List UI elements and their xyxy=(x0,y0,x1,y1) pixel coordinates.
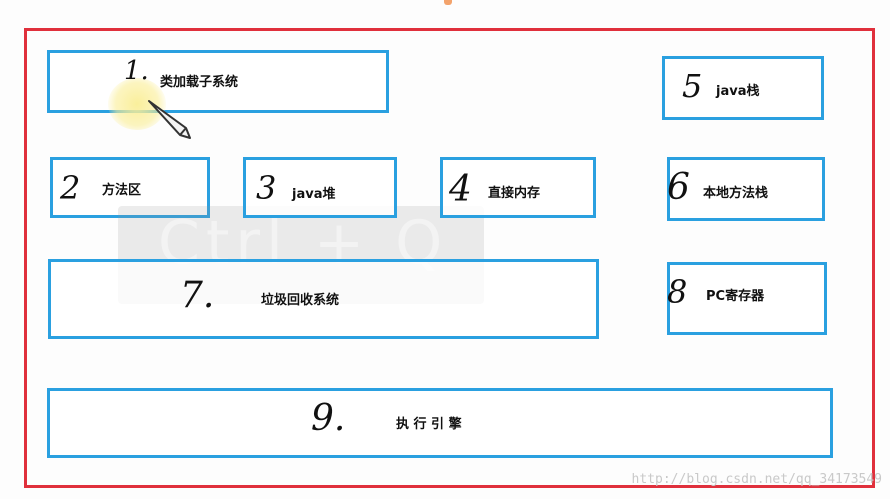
box-pc-register xyxy=(667,262,827,335)
box-native-stack-number: 6 xyxy=(667,167,690,208)
box-java-stack-number: 5 xyxy=(682,67,703,105)
box-java-heap xyxy=(243,157,397,218)
box-exec-engine xyxy=(47,388,833,458)
box-classloader xyxy=(47,50,389,113)
box-exec-engine-number: 9. xyxy=(311,398,346,439)
box-pc-register-label: PC寄存器 xyxy=(706,289,765,304)
box-java-heap-label: java堆 xyxy=(292,187,336,202)
box-java-stack xyxy=(662,56,824,120)
box-java-heap-number: 3 xyxy=(256,169,277,207)
jvm-outer-frame xyxy=(24,28,875,488)
box-direct-memory-label: 直接内存 xyxy=(488,186,541,201)
box-native-stack-label: 本地方法栈 xyxy=(703,186,769,201)
box-gc xyxy=(48,259,599,339)
box-method-area xyxy=(50,157,210,218)
pen-cursor-icon xyxy=(148,100,191,139)
box-method-area-label: 方法区 xyxy=(102,183,142,198)
box-gc-label: 垃圾回收系统 xyxy=(261,293,340,308)
box-gc-number: 7. xyxy=(180,275,215,316)
box-native-stack xyxy=(667,157,825,221)
accent-mark xyxy=(444,0,452,5)
box-pc-register-number: 8 xyxy=(667,273,688,311)
box-classloader-label: 类加载子系统 xyxy=(160,75,239,90)
box-method-area-number: 2 xyxy=(60,169,81,207)
box-classloader-number: 1. xyxy=(124,56,149,86)
box-java-stack-label: java栈 xyxy=(716,84,760,99)
box-exec-engine-label: 执 行 引 擎 xyxy=(396,417,462,432)
cursor-highlight xyxy=(108,78,166,130)
source-watermark: http://blog.csdn.net/qq_34173549 xyxy=(631,472,882,487)
box-direct-memory-number: 4 xyxy=(449,169,472,210)
box-direct-memory xyxy=(440,157,596,218)
